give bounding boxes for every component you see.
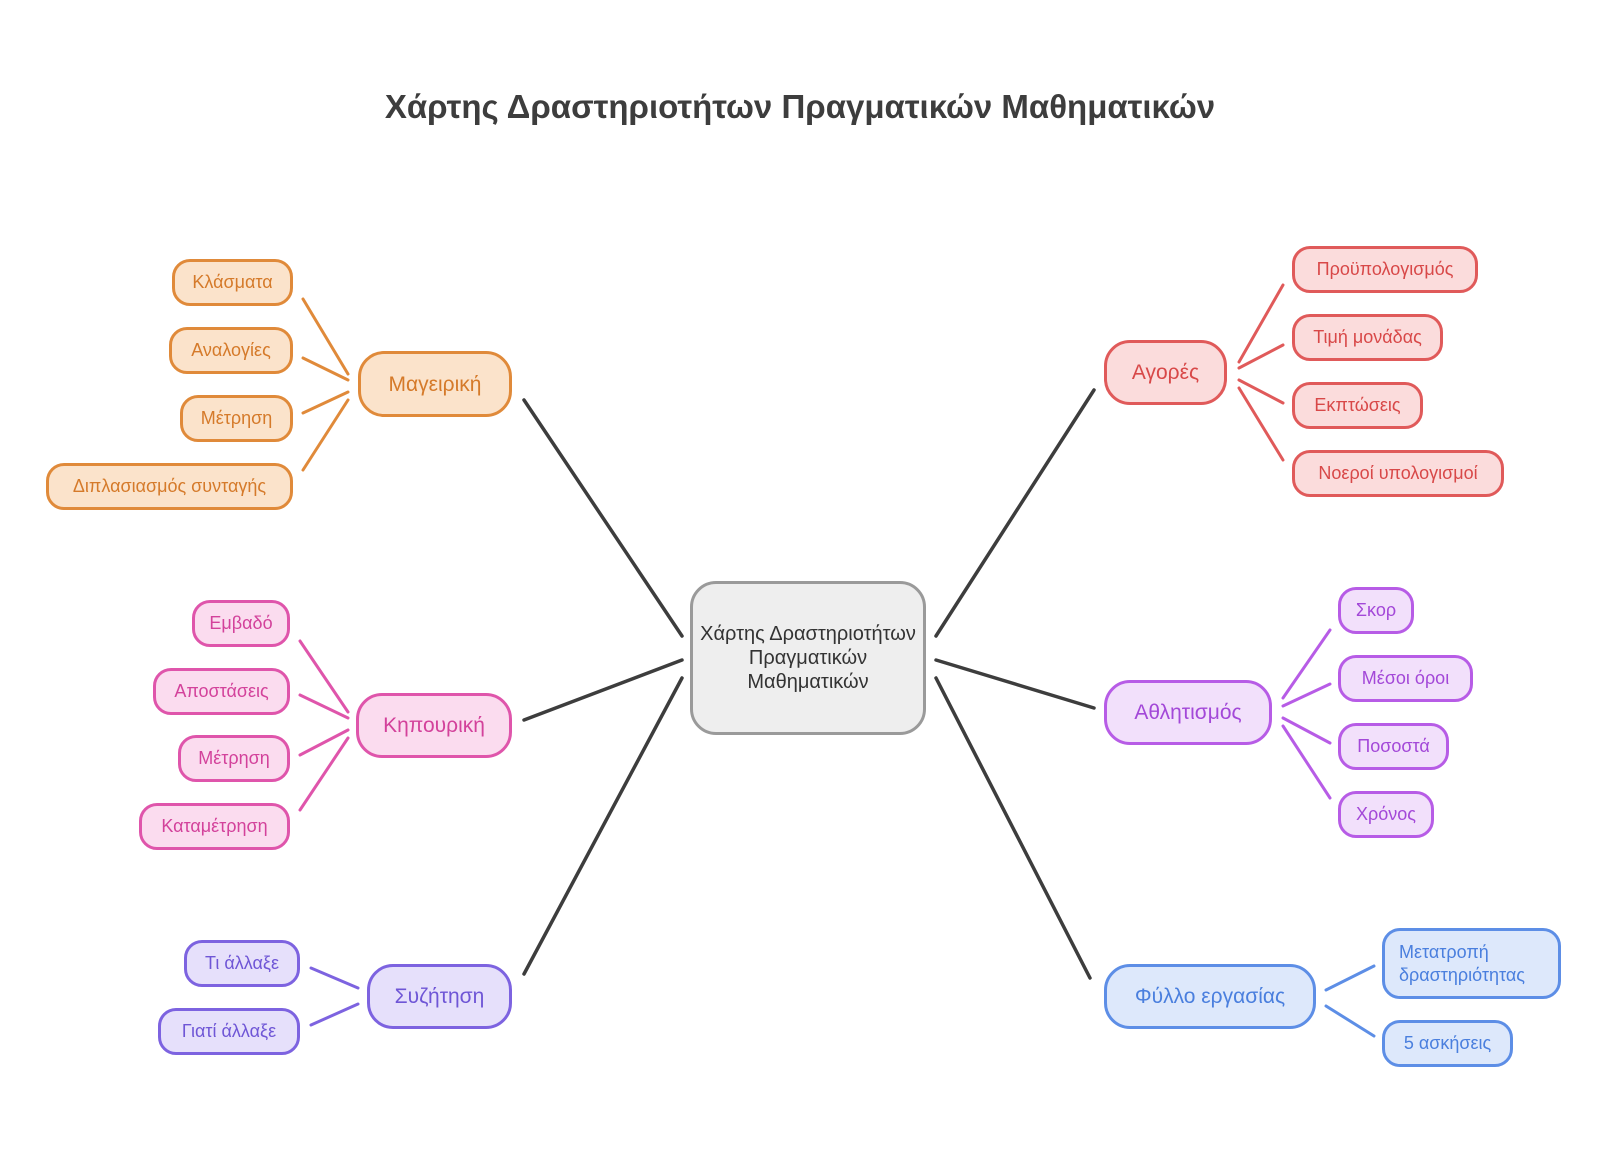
link-center-b0 xyxy=(522,398,684,638)
leaf-node-label: Κλάσματα xyxy=(192,272,273,292)
leaf-node-label: Εκπτώσεις xyxy=(1314,395,1401,415)
leaf-node[interactable]: Εκπτώσεις xyxy=(1292,382,1423,429)
leaf-node[interactable]: Μετατροπή δραστηριότητας xyxy=(1382,928,1561,999)
branch-node-discussion[interactable]: Συζήτηση xyxy=(367,964,512,1029)
leaf-node-label: Αναλογίες xyxy=(191,340,271,360)
leaf-node[interactable]: Προϋπολογισμός xyxy=(1292,246,1478,293)
link-b5-l0 xyxy=(1324,964,1376,992)
link-b3-l1 xyxy=(1237,343,1285,370)
leaf-node[interactable]: Μέτρηση xyxy=(180,395,293,442)
leaf-node-label: Μέσοι όροι xyxy=(1361,668,1450,688)
branch-node-shopping[interactable]: Αγορές xyxy=(1104,340,1227,405)
leaf-node-label: 5 ασκήσεις xyxy=(1403,1033,1492,1053)
leaf-node[interactable]: Κλάσματα xyxy=(172,259,293,306)
link-center-b5 xyxy=(934,676,1092,980)
link-b3-l0 xyxy=(1237,283,1285,364)
link-center-b4 xyxy=(934,658,1096,710)
link-b1-l0 xyxy=(298,639,350,714)
link-b4-l1 xyxy=(1281,682,1332,708)
branch-node-worksheet[interactable]: Φύλλο εργασίας xyxy=(1104,964,1316,1029)
leaf-node-label: Τι άλλαξε xyxy=(205,953,279,973)
branch-node-label: Κηπουρική xyxy=(383,714,485,737)
leaf-node-label: Νοεροί υπολογισμοί xyxy=(1318,463,1478,483)
leaf-node[interactable]: Γιατί άλλαξε xyxy=(158,1008,300,1055)
leaf-node[interactable]: Χρόνος xyxy=(1338,791,1434,838)
leaf-node-label: Καταμέτρηση xyxy=(161,816,268,836)
branch-node-gardening[interactable]: Κηπουρική xyxy=(356,693,512,758)
link-b0-l0 xyxy=(301,297,350,376)
leaf-node-label: Μέτρηση xyxy=(200,408,273,428)
leaf-node-label: Αποστάσεις xyxy=(174,681,269,701)
leaf-node[interactable]: Αναλογίες xyxy=(169,327,293,374)
branch-node-label: Μαγειρική xyxy=(388,372,482,396)
link-b4-l3 xyxy=(1281,724,1332,800)
leaf-node-label: Γιατί άλλαξε xyxy=(181,1021,277,1041)
branch-node-label: Αθλητισμός xyxy=(1134,701,1242,724)
link-b5-l1 xyxy=(1324,1004,1376,1038)
leaf-node[interactable]: Τι άλλαξε xyxy=(184,940,300,987)
link-center-b3 xyxy=(934,388,1096,638)
leaf-node-label: Εμβαδό xyxy=(209,613,273,633)
leaf-node-label: Μετατροπή δραστηριότητας xyxy=(1399,941,1525,985)
link-b2-l1 xyxy=(309,1002,360,1027)
link-b1-l3 xyxy=(298,736,350,812)
leaf-node[interactable]: Μέσοι όροι xyxy=(1338,655,1473,702)
branch-node-label: Αγορές xyxy=(1131,361,1200,384)
leaf-node[interactable]: Αποστάσεις xyxy=(153,668,290,715)
link-b4-l0 xyxy=(1281,628,1332,700)
leaf-node-label: Τιμή μονάδας xyxy=(1313,327,1422,347)
leaf-node-label: Διπλασιασμός συνταγής xyxy=(72,476,267,496)
link-b3-l3 xyxy=(1237,386,1285,462)
link-b1-l1 xyxy=(298,693,350,720)
link-b4-l2 xyxy=(1281,716,1332,745)
link-center-b2 xyxy=(522,676,684,976)
link-b0-l3 xyxy=(301,398,350,472)
leaf-node[interactable]: Διπλασιασμός συνταγής xyxy=(46,463,293,510)
leaf-node[interactable]: Καταμέτρηση xyxy=(139,803,290,850)
leaf-node[interactable]: 5 ασκήσεις xyxy=(1382,1020,1513,1067)
link-b3-l2 xyxy=(1237,378,1285,405)
leaf-node-label: Προϋπολογισμός xyxy=(1316,259,1454,279)
leaf-node[interactable]: Νοεροί υπολογισμοί xyxy=(1292,450,1504,497)
link-center-b1 xyxy=(522,658,684,722)
leaf-node-label: Σκορ xyxy=(1355,600,1397,620)
leaf-node-label: Ποσοστά xyxy=(1357,736,1430,756)
link-b0-l2 xyxy=(301,390,350,415)
page-title: Χάρτης Δραστηριοτήτων Πραγματικών Μαθημα… xyxy=(384,88,1216,125)
leaf-node-label: Μέτρηση xyxy=(198,748,270,768)
branch-node-sports[interactable]: Αθλητισμός xyxy=(1104,680,1272,745)
link-b2-l0 xyxy=(309,966,360,990)
branch-node-label: Φύλλο εργασίας xyxy=(1134,985,1286,1008)
branch-node-cooking[interactable]: Μαγειρική xyxy=(358,351,512,417)
leaf-node[interactable]: Τιμή μονάδας xyxy=(1292,314,1443,361)
leaf-node[interactable]: Μέτρηση xyxy=(178,735,290,782)
center-node[interactable]: Χάρτης Δραστηριοτήτων Πραγματικών Μαθημα… xyxy=(690,581,926,735)
link-b1-l2 xyxy=(298,728,350,757)
center-node-label: Χάρτης Δραστηριοτήτων Πραγματικών Μαθημα… xyxy=(700,623,916,693)
leaf-node-label: Χρόνος xyxy=(1356,804,1416,824)
link-b0-l1 xyxy=(301,356,350,382)
leaf-node[interactable]: Ποσοστά xyxy=(1338,723,1449,770)
leaf-node[interactable]: Εμβαδό xyxy=(192,600,290,647)
branch-node-label: Συζήτηση xyxy=(394,985,485,1008)
leaf-node[interactable]: Σκορ xyxy=(1338,587,1414,634)
